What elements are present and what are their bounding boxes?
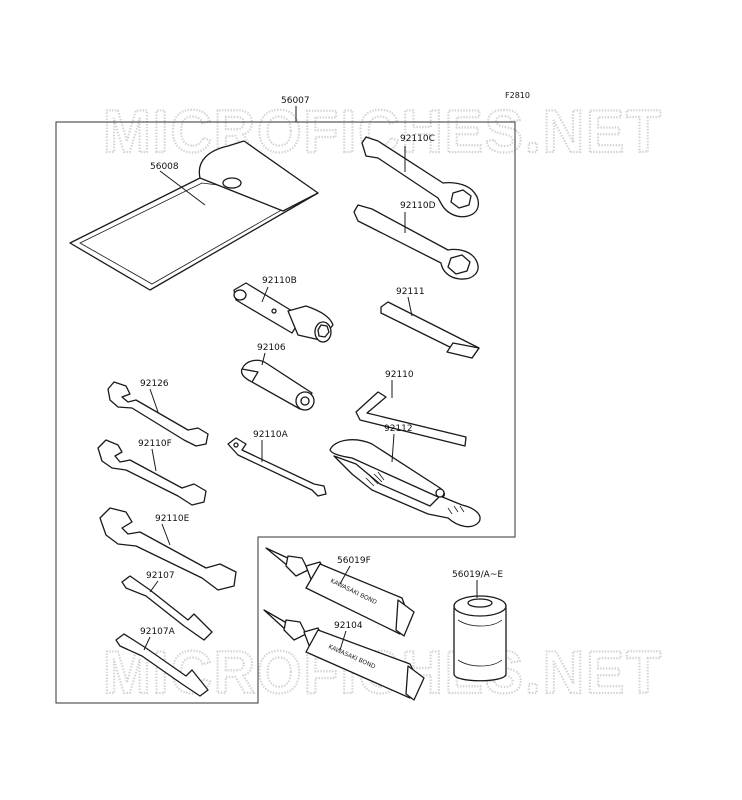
label-plug-wrench-b: 92110B — [262, 276, 297, 286]
pliers: 92112 — [329, 424, 481, 528]
label-kit: 56007 — [281, 96, 310, 106]
label-screwdriver-bit: 92107 — [146, 571, 175, 581]
label-screwdriver-bit-a: 92107A — [140, 627, 176, 637]
open-wrench-92126: 92126 — [107, 379, 209, 447]
screwdriver-bit: 92107 — [121, 571, 213, 641]
label-bond-can: 56019/A~E — [452, 570, 503, 580]
label-handle-bar: 92111 — [396, 287, 425, 297]
open-wrench-f: 92110F — [97, 439, 207, 506]
label-open-wrench-e: 92110E — [155, 514, 190, 524]
svg-text:MICROFICHES.NET: MICROFICHES.NET — [103, 639, 663, 706]
plug-wrench-b: 92110B — [233, 276, 334, 343]
open-wrench-e: 92110E — [99, 507, 237, 591]
socket-adapter: 92106 — [240, 343, 315, 411]
label-open-wrench-92126: 92126 — [140, 379, 169, 389]
label-bond-tube-f: 56019F — [337, 556, 371, 566]
label-hex-key: 92110 — [385, 370, 414, 380]
ring-wrench-d: 92110D — [353, 201, 479, 280]
screwdriver-bit-a: 92107A — [115, 627, 209, 697]
bond-tube-f: KAWASAKI BOND 56019F — [265, 547, 415, 637]
watermark-bottom: MICROFICHES.NET — [102, 638, 663, 707]
label-pliers: 92112 — [384, 424, 413, 434]
bond-tube-92104: KAWASAKI BOND 92104 — [263, 609, 425, 701]
label-socket-adapter: 92106 — [257, 343, 286, 353]
label-case: 56008 — [150, 162, 179, 172]
hex-key: 92110 — [355, 370, 467, 447]
bond-can: 56019/A~E — [452, 570, 507, 682]
kit-frame — [55, 121, 516, 704]
flat-wrench-a: 92110A — [227, 430, 327, 497]
label-flat-wrench-a: 92110A — [253, 430, 289, 440]
label-ring-wrench-c: 92110C — [400, 134, 435, 144]
label-open-wrench-f: 92110F — [138, 439, 172, 449]
label-bond-tube-92104: 92104 — [334, 621, 363, 631]
label-ring-wrench-d: 92110D — [400, 201, 436, 211]
ring-wrench-c: 92110C — [361, 134, 479, 218]
figure-code: F2810 — [505, 91, 530, 100]
handle-bar: 92111 — [380, 287, 480, 359]
tool-case: 56008 — [69, 140, 319, 291]
